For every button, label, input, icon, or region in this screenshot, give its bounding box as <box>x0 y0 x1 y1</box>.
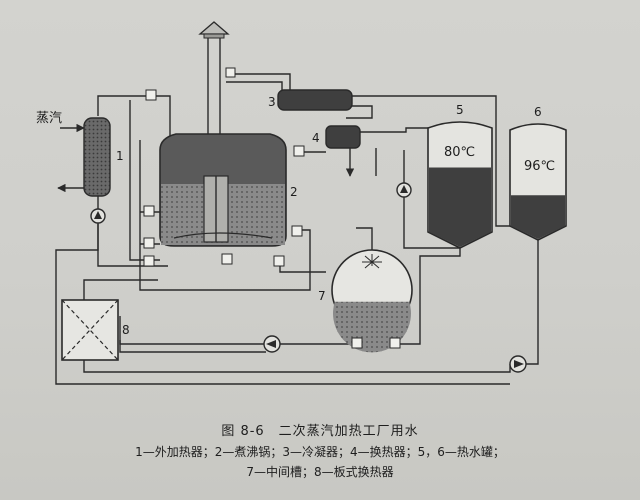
tank7-outlet-valve <box>352 338 362 348</box>
pump-exchanger <box>397 183 411 197</box>
plate-exchanger-bottom-line <box>84 360 510 372</box>
process-diagram: 蒸汽 1 2 3 4 5 6 7 8 80℃ 96℃ <box>0 0 640 420</box>
pump-plate-exchanger <box>264 336 280 352</box>
valve-kettle-2 <box>144 238 154 248</box>
exchanger-to-tank5-line <box>360 128 428 132</box>
valve-kettle-3 <box>144 256 154 266</box>
label-1: 1 <box>116 149 124 163</box>
kettle-to-tank7-line <box>280 262 326 272</box>
condenser-3 <box>278 90 352 110</box>
figure-legend-line-1: 1—外加热器；2—煮沸锅；3—冷凝器；4—换热器；5，6—热水罐； <box>0 443 640 460</box>
label-7: 7 <box>318 289 326 303</box>
tank6-bottom-line <box>526 240 538 364</box>
valve-top-1 <box>146 90 156 100</box>
figure-caption-title: 图 8-6 二次蒸汽加热工厂用水 <box>0 420 640 439</box>
intermediate-tank-7 <box>332 250 412 352</box>
chimney-cap <box>200 22 228 38</box>
heat-exchanger-4 <box>326 126 360 148</box>
vapor-pipe-b <box>226 82 282 90</box>
valve-tank7-right <box>390 338 400 348</box>
hot-water-tank-6 <box>510 124 566 240</box>
label-8: 8 <box>122 323 130 337</box>
pump-heater <box>91 209 105 223</box>
label-3: 3 <box>268 95 276 109</box>
hot-water-tank-5 <box>428 122 492 248</box>
valve-chimney <box>226 68 235 77</box>
plate-heat-exchanger-8 <box>62 300 118 360</box>
valve-kettle-bottom-2 <box>274 256 284 266</box>
valve-kettle-right <box>292 226 302 236</box>
valve-kettle-1 <box>144 206 154 216</box>
label-2: 2 <box>290 185 298 199</box>
tank6-temperature: 96℃ <box>524 159 555 174</box>
label-5: 5 <box>456 103 464 117</box>
valve-kettle-bottom-1 <box>222 254 232 264</box>
heater-bottom-line <box>98 196 168 266</box>
label-4: 4 <box>312 131 320 145</box>
pump-tank6 <box>510 356 526 372</box>
plate-exchanger-right-line <box>120 340 266 352</box>
boiling-kettle-2 <box>160 134 286 246</box>
valve-exchanger <box>294 146 304 156</box>
figure-legend-line-2: 7—中间槽；8—板式换热器 <box>0 463 640 480</box>
label-6: 6 <box>534 105 542 119</box>
steam-label: 蒸汽 <box>36 111 62 126</box>
tank7-feed-line <box>356 228 372 250</box>
tank5-temperature: 80℃ <box>444 145 475 160</box>
external-heater-1 <box>84 118 110 196</box>
kettle-side-line-a <box>130 100 160 260</box>
